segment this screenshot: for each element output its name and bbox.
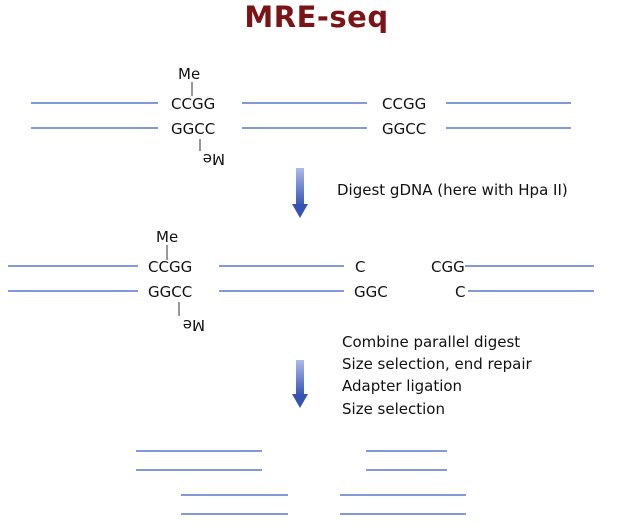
cut-end-left-bottom: GGC: [354, 283, 388, 301]
down-arrow-icon: [292, 360, 308, 408]
step-processing-line-4: Size selection: [342, 400, 445, 418]
genomic-dna-intact: Me CCGG CCGG GGCC GGCC Me: [31, 65, 571, 168]
site-unmethylated-bottom: GGCC: [382, 120, 426, 138]
site-methylated-top: CCGG: [171, 95, 215, 113]
methyl-label-bottom: Me: [203, 150, 225, 168]
site-methylated-top: CCGG: [148, 258, 192, 276]
methyl-label-bottom: Me: [183, 316, 205, 334]
step-processing-line-3: Adapter ligation: [342, 377, 462, 395]
page-title: MRE-seq: [244, 0, 389, 34]
step-digest-label: Digest gDNA (here with Hpa II): [337, 181, 568, 199]
site-methylated-bottom: GGCC: [171, 120, 215, 138]
step-processing-line-2: Size selection, end repair: [342, 355, 532, 373]
site-unmethylated-top: CCGG: [382, 95, 426, 113]
site-methylated-bottom: GGCC: [148, 283, 192, 301]
cut-end-left-top: C: [355, 258, 365, 276]
cut-end-right-bottom: C: [455, 283, 465, 301]
step-processing-line-1: Combine parallel digest: [342, 333, 520, 351]
methyl-label-top: Me: [156, 228, 178, 246]
cut-end-right-top: CGG: [431, 258, 465, 276]
methyl-label-top: Me: [178, 65, 200, 83]
down-arrow-icon: [292, 168, 308, 218]
library-fragments: [136, 450, 466, 515]
genomic-dna-digested: Me CCGG C CGG GGCC GGC C Me: [8, 228, 594, 334]
